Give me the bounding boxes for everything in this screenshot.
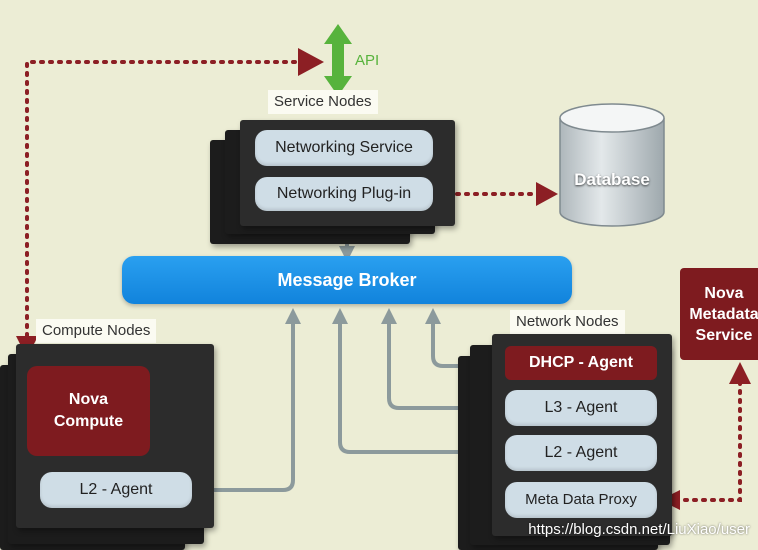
compute-l2-agent-box: L2 - Agent	[40, 472, 192, 508]
nova-compute-label: Nova Compute	[53, 391, 124, 430]
api-red-arrowhead	[298, 48, 324, 76]
nova-compute-box: Nova Compute	[27, 366, 150, 456]
nova-metadata-service-label: Nova Metadata Service	[689, 284, 758, 344]
network-l3-agent-box: L3 - Agent	[505, 390, 657, 426]
metadata-dotted-line	[674, 380, 742, 502]
network-l2-agent-box: L2 - Agent	[505, 435, 657, 471]
broker-l3-arrow	[381, 308, 508, 416]
nova-metadata-service-box: Nova Metadata Service	[680, 268, 758, 360]
api-label: API	[355, 52, 380, 69]
database-label: Database	[574, 170, 650, 189]
broker-l2-arrow	[332, 308, 508, 460]
database-icon	[559, 103, 665, 227]
broker-dhcp-arrow	[425, 308, 508, 374]
database-red-arrowhead-right	[536, 182, 558, 206]
service-nodes-title: Service Nodes	[268, 90, 378, 114]
api-green-arrow	[324, 24, 352, 96]
networking-plugin-box: Networking Plug-in	[255, 177, 433, 211]
meta-data-proxy-box: Meta Data Proxy	[505, 482, 657, 518]
metadata-red-arrowhead-up	[729, 362, 751, 384]
watermark: https://blog.csdn.net/LiuXiao/user	[528, 521, 750, 538]
api-dotted-line	[25, 60, 302, 338]
dhcp-agent-box: DHCP - Agent	[505, 346, 657, 380]
message-broker: Message Broker	[122, 256, 572, 304]
compute-nodes-title: Compute Nodes	[36, 319, 157, 343]
network-nodes-title: Network Nodes	[510, 310, 625, 334]
networking-service-box: Networking Service	[255, 130, 433, 166]
broker-compute-l2-arrow	[188, 308, 301, 498]
